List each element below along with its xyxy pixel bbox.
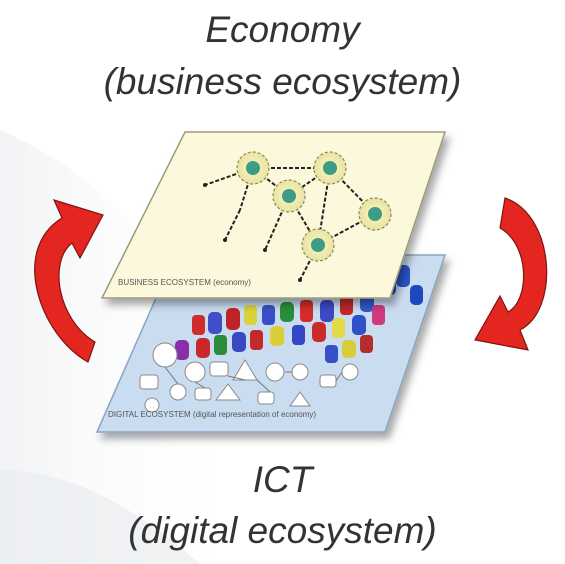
economy-title: Economy	[205, 9, 360, 50]
digital-process-shapes	[139, 342, 359, 413]
business-node	[272, 179, 306, 213]
cycle-arrow-right-icon	[474, 197, 548, 351]
business-nodes	[236, 151, 392, 262]
digital-links	[164, 366, 343, 393]
digital-ecosystem-plane: DIGITAL ECOSYSTEM (digital representatio…	[95, 254, 447, 433]
ict-title: ICT	[252, 459, 313, 500]
business-node	[358, 197, 392, 231]
ict-subtitle: (digital ecosystem)	[128, 510, 437, 551]
business-ecosystem-plane: BUSINESS ECOSYSTEM (economy)	[100, 131, 447, 299]
business-node	[236, 151, 270, 185]
economy-subtitle: (business ecosystem)	[103, 61, 462, 102]
cycle-arrow-left-icon	[34, 199, 104, 363]
business-small-dots	[203, 183, 302, 282]
business-node	[313, 151, 347, 185]
business-ecosystem-label: BUSINESS ECOSYSTEM (economy)	[118, 278, 251, 287]
business-node	[301, 228, 335, 262]
digital-ecosystem-label: DIGITAL ECOSYSTEM (digital representatio…	[108, 410, 316, 419]
